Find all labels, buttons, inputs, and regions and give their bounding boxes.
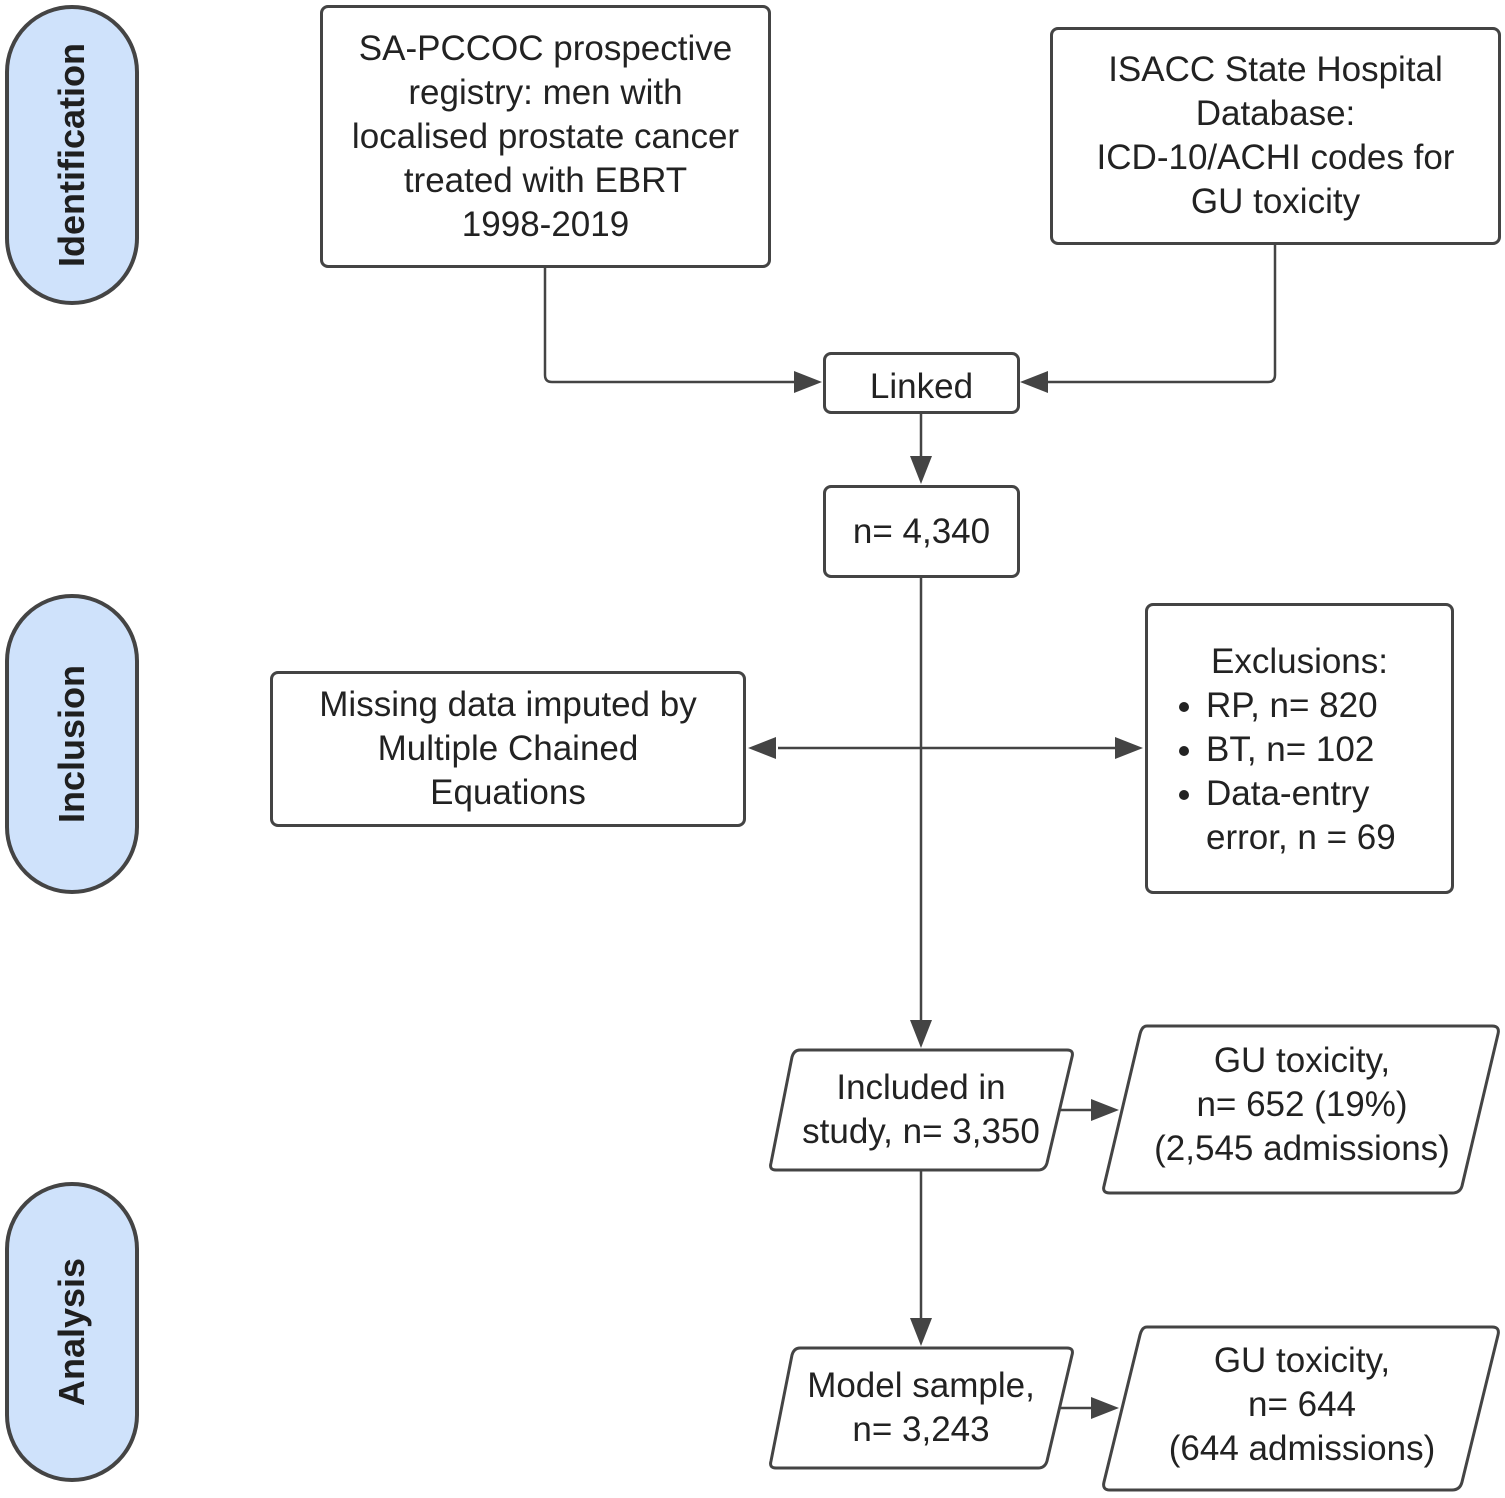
stage-identification-label: Identification [51, 43, 92, 267]
hospital-db-line: GU toxicity [1190, 182, 1361, 221]
hospital-db-box: ISACC State Hospital Database: ICD-10/AC… [1050, 27, 1501, 245]
model-outcome-box: GU toxicity, n= 644 (644 admissions) [1112, 1338, 1492, 1472]
included-line: study, n= 3,350 [802, 1112, 1040, 1151]
linked-box: Linked [823, 352, 1020, 414]
stage-analysis-label: Analysis [51, 1257, 92, 1407]
included-outcome-line: GU toxicity, [1213, 1041, 1391, 1080]
included-box: Included in study, n= 3,350 [776, 1060, 1066, 1160]
hospital-db-line: ISACC State Hospital [1108, 50, 1443, 89]
registry-line: treated with EBRT [403, 160, 688, 200]
exclusions-title: Exclusions: [1210, 642, 1389, 681]
model-outcome-line: GU toxicity, [1213, 1341, 1391, 1380]
model-outcome-shape [1102, 1325, 1500, 1492]
model-outcome-line: n= 644 [1247, 1385, 1357, 1424]
exclusions-list: RP, n= 820 BT, n= 102 Data-entry error, … [1206, 684, 1426, 860]
edge-registry-to-linked [543, 267, 800, 384]
included-line: Included in [836, 1068, 1006, 1107]
registry-line: 1998-2019 [461, 204, 630, 244]
registry-box: SA-PCCOC prospective registry: men with … [320, 5, 771, 268]
arrowhead-linked-left [794, 371, 822, 393]
registry-line: SA-PCCOC prospective [358, 28, 733, 68]
exclusion-item: Data-entry error, n = 69 [1206, 772, 1426, 860]
exclusion-item: BT, n= 102 [1206, 728, 1426, 772]
stage-identification: Identification [5, 5, 139, 305]
included-outcome-box: GU toxicity, n= 652 (19%) (2,545 admissi… [1112, 1038, 1492, 1172]
included-outcome-line: n= 652 (19%) [1196, 1085, 1408, 1124]
hospital-db-line: Database: [1195, 94, 1356, 133]
imputation-box: Missing data imputed by Multiple Chained… [270, 671, 746, 827]
model-box: Model sample, n= 3,243 [776, 1358, 1066, 1458]
arrowhead-model [910, 1318, 932, 1346]
model-line: Model sample, [807, 1366, 1035, 1405]
stage-inclusion: Inclusion [5, 594, 139, 894]
imputation-line: Multiple Chained [377, 729, 639, 768]
edge-hospital-to-linked [1045, 244, 1277, 384]
hospital-db-line: ICD-10/ACHI codes for [1096, 138, 1455, 177]
included-outcome-line: (2,545 admissions) [1154, 1129, 1450, 1168]
exclusion-item: RP, n= 820 [1206, 684, 1426, 728]
model-outcome-line: (644 admissions) [1168, 1429, 1436, 1468]
linked-label: Linked [869, 367, 974, 406]
registry-line: registry: men with [408, 72, 683, 112]
included-shape [769, 1048, 1074, 1172]
included-outcome-shape [1102, 1024, 1500, 1195]
arrowhead-model-outcome [1091, 1397, 1119, 1419]
total-box: n= 4,340 [823, 485, 1020, 578]
arrowhead-included [910, 1020, 932, 1048]
registry-line: localised prostate cancer [351, 116, 740, 156]
stage-inclusion-label: Inclusion [51, 664, 92, 824]
arrowhead-included-outcome [1091, 1099, 1119, 1121]
arrowhead-exclusions [1115, 737, 1143, 759]
imputation-line: Equations [430, 773, 586, 812]
model-shape [769, 1346, 1074, 1470]
arrowhead-imputation [748, 737, 776, 759]
arrowhead-total [910, 456, 932, 484]
arrowhead-linked-right [1020, 371, 1048, 393]
model-line: n= 3,243 [852, 1410, 990, 1449]
exclusions-box: Exclusions: RP, n= 820 BT, n= 102 Data-e… [1145, 603, 1454, 894]
total-label: n= 4,340 [852, 511, 991, 551]
imputation-line: Missing data imputed by [319, 685, 697, 724]
stage-analysis: Analysis [5, 1182, 139, 1482]
